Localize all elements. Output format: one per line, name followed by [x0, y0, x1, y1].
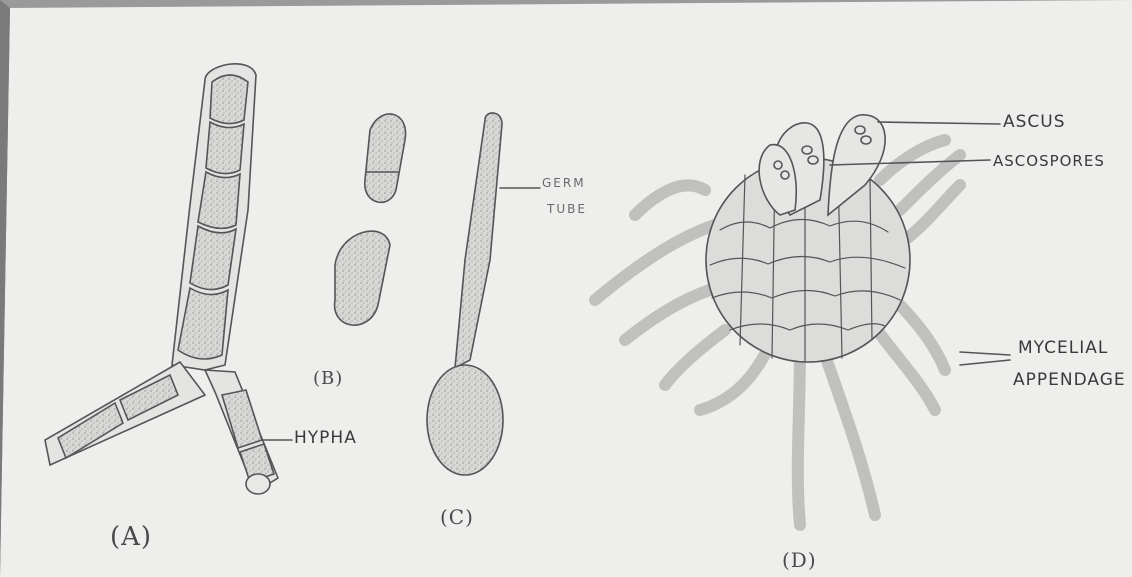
ascus-label: ASCUS [1003, 112, 1066, 132]
mycelial-label-line1: MYCELIAL [1018, 338, 1108, 358]
ascospores-label: ASCOSPORES [993, 152, 1105, 170]
figure-label-a: (A) [110, 522, 152, 552]
mycelial-label-line2: APPENDAGE [1013, 370, 1126, 390]
hypha-label: HYPHA [294, 428, 357, 448]
figure-label-c: (C) [440, 505, 474, 529]
germ-tube-label-line1: GERM [542, 176, 586, 190]
germ-tube-label-line2: TUBE [547, 202, 587, 216]
figure-label-d: (D) [782, 548, 817, 572]
figure-label-b: (B) [313, 368, 343, 389]
